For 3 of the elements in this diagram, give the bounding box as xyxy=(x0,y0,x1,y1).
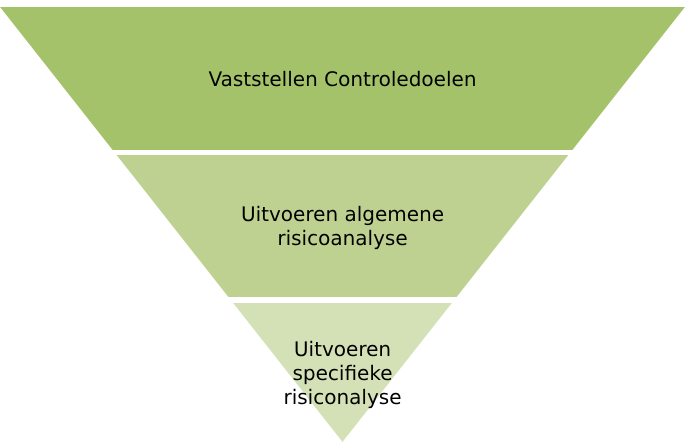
band-label: Uitvoeren algemene risicoanalyse xyxy=(240,202,446,250)
band-label: Vaststellen Controledoelen xyxy=(208,66,477,90)
band-label: Uitvoeren specifieke risiconalyse xyxy=(282,336,403,408)
